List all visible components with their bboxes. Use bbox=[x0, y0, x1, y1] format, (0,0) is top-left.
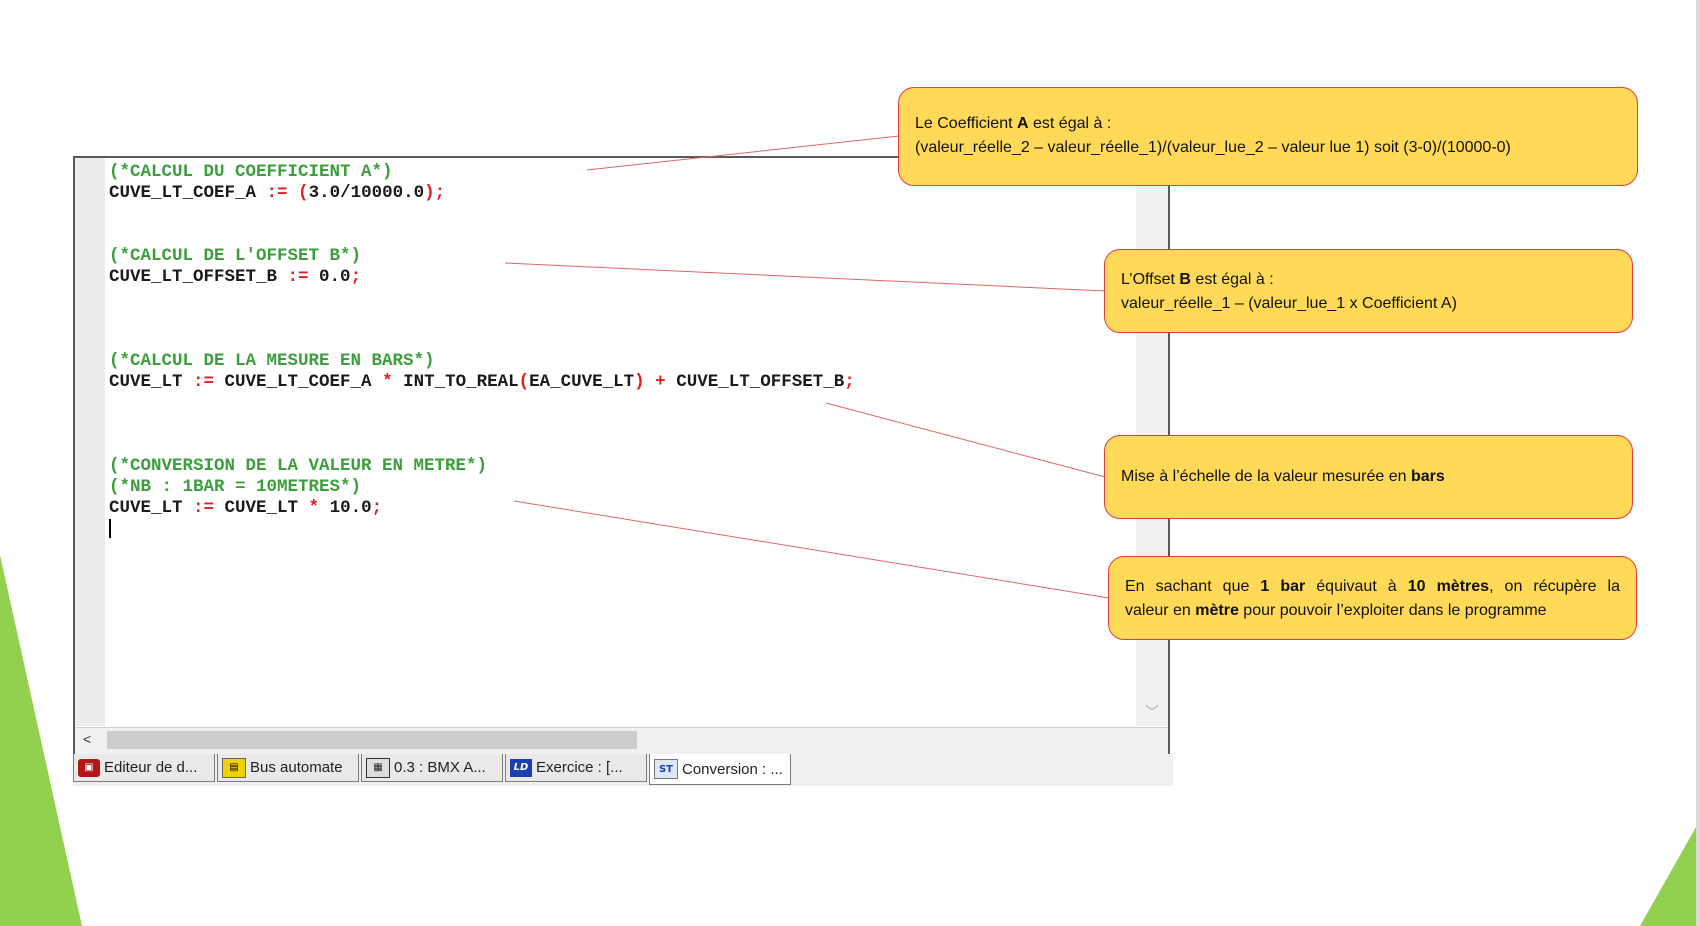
slide-edge bbox=[1696, 0, 1700, 926]
callout-line: Le Coefficient A est égal à : bbox=[915, 115, 1112, 132]
callout-line: L’Offset B est égal à : bbox=[1121, 271, 1274, 288]
editor-gutter bbox=[75, 158, 105, 726]
scroll-down-icon[interactable]: ﹀ bbox=[1145, 704, 1159, 720]
st-code-editor[interactable]: (*CALCUL DU COEFFICIENT A*)CUVE_LT_COEF_… bbox=[73, 156, 1170, 756]
callout-line: valeur_réelle_1 – (valeur_lue_1 x Coeffi… bbox=[1121, 295, 1457, 312]
callout-meter-conversion: En sachant que 1 bar équivaut à 10 mètre… bbox=[1108, 556, 1637, 640]
code-line: CUVE_LT_OFFSET_B := 0.0; bbox=[109, 267, 362, 287]
tab-editeur[interactable]: ▣ Editeur de d... bbox=[73, 754, 215, 782]
bus-icon: ▤ bbox=[222, 757, 246, 778]
editor-icon: ▣ bbox=[78, 758, 100, 777]
tab-label: Editeur de d... bbox=[104, 759, 198, 776]
code-line-comment: (*CALCUL DU COEFFICIENT A*) bbox=[109, 162, 393, 182]
callout-line: valeur en mètre pour pouvoir l’exploiter… bbox=[1125, 602, 1547, 619]
code-line: CUVE_LT_COEF_A := (3.0/10000.0); bbox=[109, 183, 446, 203]
left-green-triangle bbox=[0, 555, 82, 926]
callout-offset-b: L’Offset B est égal à : valeur_réelle_1 … bbox=[1104, 249, 1633, 333]
module-icon: ▦ bbox=[366, 757, 390, 778]
callout-scale-bars: Mise à l’échelle de la valeur mesurée en… bbox=[1104, 435, 1633, 519]
code-line-comment: (*CALCUL DE L'OFFSET B*) bbox=[109, 246, 362, 266]
code-line-comment: (*NB : 1BAR = 10METRES*) bbox=[109, 477, 362, 497]
code-line-comment: (*CALCUL DE LA MESURE EN BARS*) bbox=[109, 351, 435, 371]
ld-icon: LD bbox=[510, 758, 532, 777]
scrollbar-thumb[interactable] bbox=[107, 731, 637, 749]
text-cursor bbox=[109, 519, 111, 538]
callout-line: Mise à l’échelle de la valeur mesurée en… bbox=[1121, 468, 1445, 485]
callout-coefficient-a: Le Coefficient A est égal à : (valeur_ré… bbox=[898, 87, 1638, 186]
tab-label: Exercice : [... bbox=[536, 759, 623, 776]
horizontal-scrollbar[interactable]: < bbox=[75, 727, 1168, 754]
tab-conversion[interactable]: ST Conversion : ... bbox=[649, 754, 791, 785]
code-line: CUVE_LT := CUVE_LT_COEF_A * INT_TO_REAL(… bbox=[109, 372, 855, 392]
tab-label: Conversion : ... bbox=[682, 760, 783, 778]
code-line: CUVE_LT := CUVE_LT * 10.0; bbox=[109, 498, 383, 518]
st-icon: ST bbox=[654, 759, 678, 779]
code-line-comment: (*CONVERSION DE LA VALEUR EN METRE*) bbox=[109, 456, 488, 476]
callout-line: En sachant que 1 bar équivaut à 10 mètre… bbox=[1125, 578, 1621, 595]
tab-bus-automate[interactable]: ▤ Bus automate bbox=[217, 754, 359, 782]
tab-label: Bus automate bbox=[250, 759, 343, 776]
scroll-left-icon[interactable]: < bbox=[83, 731, 92, 747]
tab-exercice[interactable]: LD Exercice : [... bbox=[505, 754, 647, 782]
tab-bmx-module[interactable]: ▦ 0.3 : BMX A... bbox=[361, 754, 503, 782]
code-area[interactable]: (*CALCUL DU COEFFICIENT A*)CUVE_LT_COEF_… bbox=[109, 162, 855, 540]
tab-label: 0.3 : BMX A... bbox=[394, 759, 486, 776]
window-tabs: ▣ Editeur de d... ▤ Bus automate ▦ 0.3 :… bbox=[73, 754, 1173, 786]
right-green-triangle bbox=[1640, 820, 1700, 926]
callout-line: (valeur_réelle_2 – valeur_réelle_1)/(val… bbox=[915, 139, 1511, 156]
